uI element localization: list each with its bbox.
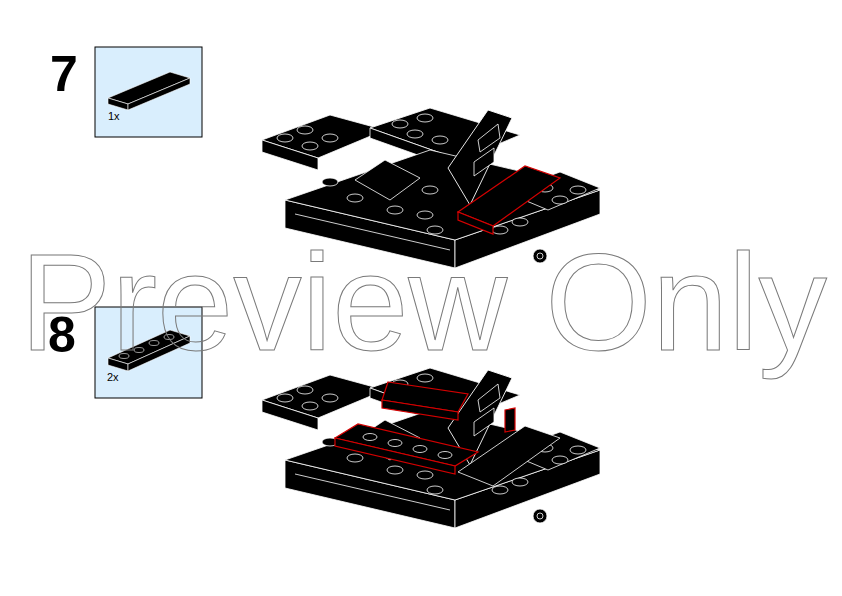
- part-quantity: 1x: [108, 111, 120, 122]
- part-quantity: 2x: [107, 372, 119, 383]
- model-step-8: [262, 368, 600, 528]
- parts-callout: [95, 47, 202, 137]
- tile-1x4: [108, 72, 190, 110]
- step-number: 7: [50, 49, 78, 99]
- watermark: Preview Only: [20, 234, 827, 371]
